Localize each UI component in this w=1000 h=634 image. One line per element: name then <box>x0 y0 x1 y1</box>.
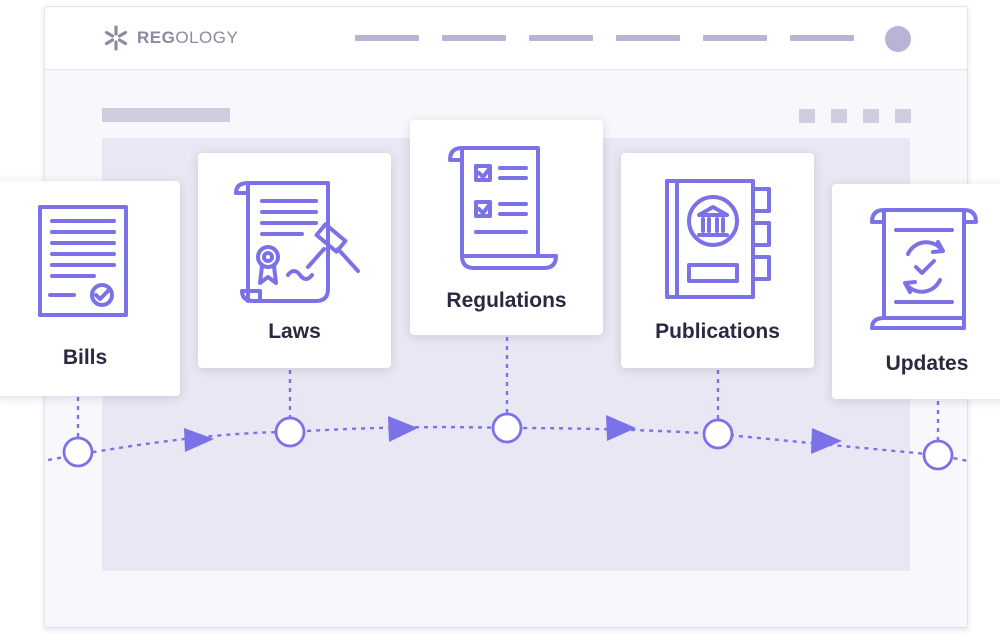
publications-label: Publications <box>655 320 780 343</box>
card-laws[interactable]: Laws <box>198 153 391 368</box>
logo-wordmark: REGOLOGY <box>137 28 238 48</box>
nav-item-6[interactable] <box>790 35 854 41</box>
publication-book-icon <box>665 179 771 299</box>
logo-wordmark-strong: REG <box>137 28 176 47</box>
update-scroll-refresh-icon <box>870 208 978 330</box>
arrow-3 <box>606 415 636 441</box>
regology-logo[interactable]: REGOLOGY <box>103 25 238 51</box>
page-title-placeholder <box>102 108 230 122</box>
card-bills[interactable]: Bills <box>0 181 180 396</box>
card-regulations[interactable]: Regulations <box>410 120 603 335</box>
arrow-2 <box>388 416 418 442</box>
arrow-1 <box>184 428 214 452</box>
nav-item-5[interactable] <box>703 35 767 41</box>
nav-item-3[interactable] <box>529 35 593 41</box>
toolbar-square-4[interactable] <box>895 109 911 123</box>
node-regulations <box>491 412 523 444</box>
card-publications[interactable]: Publications <box>621 153 814 368</box>
node-bills <box>62 436 94 468</box>
top-navigation-bar: REGOLOGY <box>45 7 967 70</box>
arrow-4 <box>811 428 842 454</box>
card-updates[interactable]: Updates <box>832 184 1000 399</box>
laws-label: Laws <box>268 320 321 343</box>
bill-document-icon <box>38 205 128 317</box>
law-scroll-gavel-icon <box>234 181 360 303</box>
toolbar-square-2[interactable] <box>831 109 847 123</box>
toolbar-square-3[interactable] <box>863 109 879 123</box>
node-publications <box>702 418 734 450</box>
toolbar-square-1[interactable] <box>799 109 815 123</box>
nav-item-4[interactable] <box>616 35 680 41</box>
regulations-label: Regulations <box>446 289 567 312</box>
nav-item-1[interactable] <box>355 35 419 41</box>
regulation-checklist-scroll-icon <box>448 146 558 270</box>
node-updates <box>922 439 954 471</box>
regology-logo-mark-icon <box>104 25 128 51</box>
updates-label: Updates <box>885 352 969 375</box>
bills-label: Bills <box>62 346 108 369</box>
nav-item-2[interactable] <box>442 35 506 41</box>
user-avatar[interactable] <box>885 26 911 52</box>
logo-wordmark-light: OLOGY <box>175 28 239 47</box>
node-laws <box>274 416 306 448</box>
